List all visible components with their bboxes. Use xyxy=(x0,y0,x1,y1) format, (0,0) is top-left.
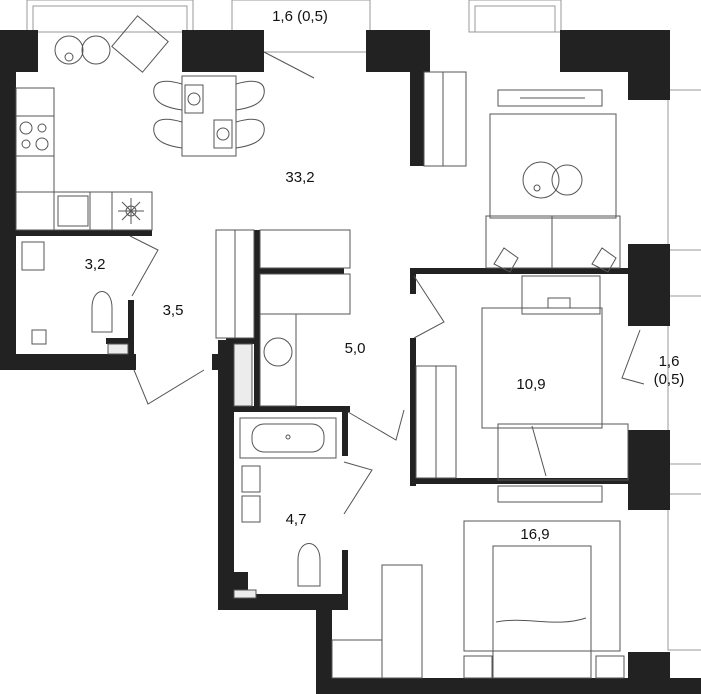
bedroom-master-furniture xyxy=(463,485,625,679)
room-area-bathroom: 4,7 xyxy=(285,511,307,528)
walls xyxy=(0,30,701,694)
windows xyxy=(26,0,701,651)
room-area-hall: 3,5 xyxy=(162,302,184,319)
room-area-bedroom-small: 10,9 xyxy=(516,376,546,393)
bedroom-small-furniture xyxy=(481,275,629,481)
sanitary xyxy=(21,241,337,587)
room-area-bedroom-master: 16,9 xyxy=(520,526,550,543)
room-area-balcony-right-line2: (0,5) xyxy=(653,371,685,388)
room-area-living-kitchen: 33,2 xyxy=(285,169,315,186)
room-area-balcony-right-line1: 1,6 xyxy=(658,353,680,370)
living-furniture xyxy=(54,15,621,273)
kitchen-unit xyxy=(15,87,153,231)
doors xyxy=(129,51,645,515)
room-area-corridor: 5,0 xyxy=(344,340,366,357)
duct xyxy=(107,343,129,355)
room-area-balcony-top: 1,6 (0,5) xyxy=(272,8,328,25)
wardrobes xyxy=(215,71,467,679)
room-area-wc: 3,2 xyxy=(84,256,106,273)
duct xyxy=(233,589,257,599)
duct xyxy=(233,343,253,407)
